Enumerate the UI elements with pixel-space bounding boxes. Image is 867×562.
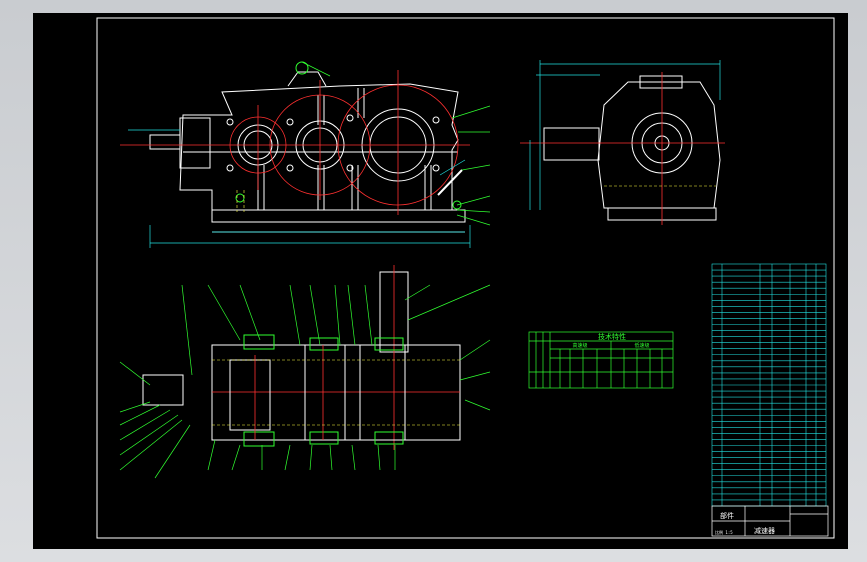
drawing-canvas[interactable]: 技术特性 高速级 低速级 部件 减速器 比例 1:5	[33, 13, 848, 549]
oil-dipstick	[437, 169, 463, 196]
title-drawing-name: 减速器	[754, 526, 775, 535]
side-dimensions	[529, 60, 721, 210]
gearbox-assembly-drawing: 技术特性 高速级 低速级 部件 减速器 比例 1:5	[96, 17, 835, 539]
title-part-label: 部件	[720, 511, 734, 520]
housing-ribs	[257, 88, 432, 210]
side-centerlines	[520, 72, 725, 225]
plan-leaders	[119, 284, 491, 479]
side-output-shaft	[543, 127, 600, 161]
plan-housing	[211, 344, 461, 441]
tech-table-high-speed: 高速级	[572, 342, 587, 349]
side-cover	[639, 75, 683, 89]
title-block	[711, 505, 829, 537]
front-leaders	[301, 61, 491, 226]
plan-shafts	[229, 344, 406, 441]
oil-plug	[452, 200, 462, 210]
flange-bolts	[226, 114, 440, 172]
tech-table-title: 技术特性	[598, 332, 626, 341]
front-view	[120, 61, 491, 248]
plan-bearings	[243, 334, 404, 447]
plan-input-shaft	[142, 374, 184, 406]
front-dimensions	[128, 129, 471, 248]
tech-characteristics-table	[528, 331, 674, 389]
side-housing	[597, 81, 721, 209]
plan-section-view	[119, 265, 491, 479]
pitch-circles	[120, 70, 470, 215]
title-scale: 比例 1:5	[715, 529, 733, 535]
vent-cap	[287, 71, 327, 87]
housing-outline	[179, 83, 459, 211]
base-flange	[211, 209, 466, 223]
drawing-frame	[96, 17, 835, 539]
plan-gears-red	[254, 345, 324, 440]
plan-hidden	[212, 359, 460, 426]
front-hidden	[236, 190, 245, 212]
input-cover	[179, 117, 211, 169]
parts-list-table	[711, 263, 827, 507]
tech-table-low-speed: 低速级	[634, 342, 649, 349]
side-view	[520, 60, 725, 225]
input-shaft	[149, 134, 181, 150]
